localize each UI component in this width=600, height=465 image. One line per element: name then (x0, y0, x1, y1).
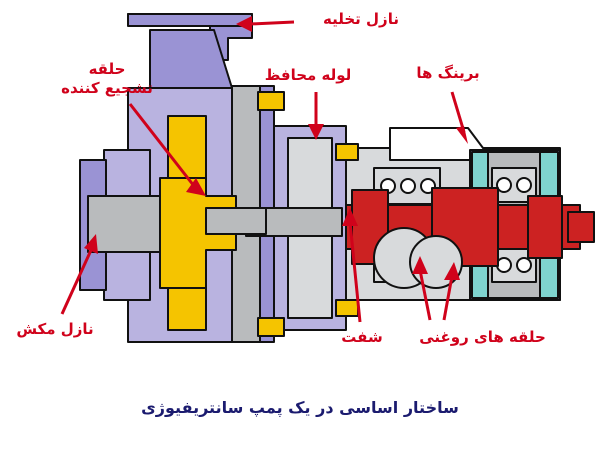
label-bearings: برینگ ها (416, 64, 480, 82)
pump-volute-group (79, 13, 267, 343)
label-suction-nozzle: نازل مکش (16, 320, 94, 338)
label-oil-rings: حلقه های روغنی (419, 328, 546, 346)
label-casing-pipe: لوله محافظ (264, 66, 352, 84)
casing-pipe-group (231, 85, 359, 343)
label-impeller: حلقه تشجیع کننده (61, 60, 153, 97)
leader-arrows (60, 16, 468, 323)
label-shaft: شفت (341, 328, 383, 346)
diagram-caption: ساختار اساسی در یک پمپ سانتریفیوژی (141, 398, 459, 417)
label-discharge-nozzle: نازل تخلیه (323, 10, 399, 28)
shaft-group (329, 187, 595, 267)
